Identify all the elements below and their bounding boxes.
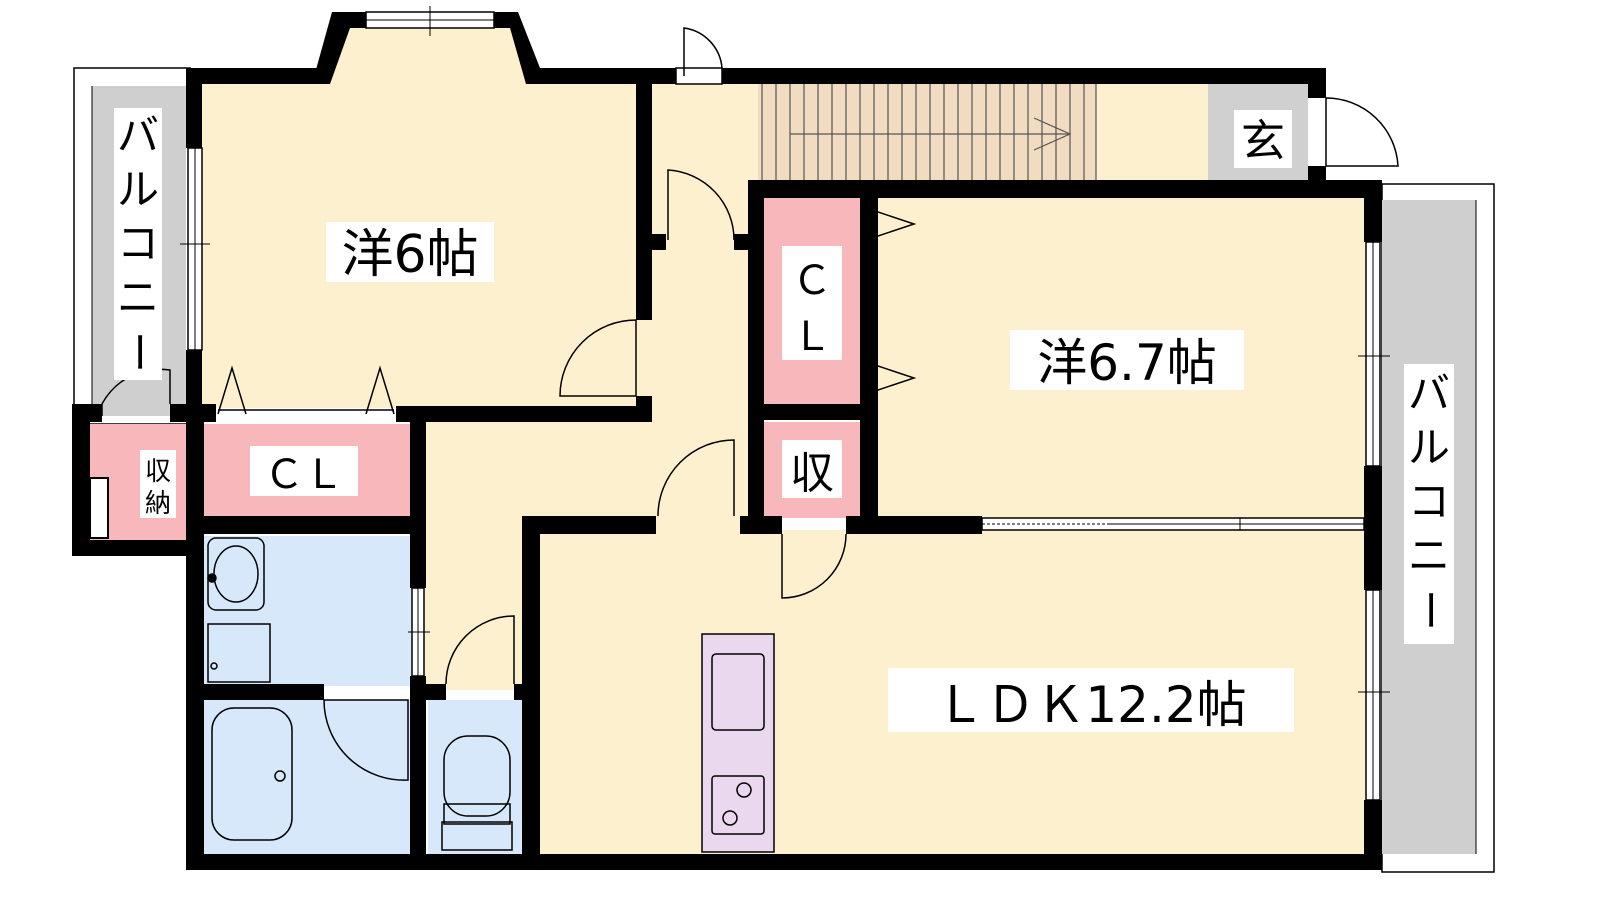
label-storage-left-2: 納 — [145, 489, 171, 519]
label-balcony-right-char: ル — [1408, 423, 1450, 472]
label-balcony-right-char: バ — [1408, 369, 1450, 418]
stair-treads — [761, 84, 1097, 180]
bathtub — [211, 707, 293, 841]
label-ldk: ＬＤＫ12.2帖 — [935, 676, 1246, 734]
label-closet-right-l: Ｌ — [792, 314, 832, 360]
washbasin — [207, 537, 265, 611]
label-western-6-7: 洋6.7帖 — [1037, 334, 1217, 392]
label-balcony-right-char: ー — [1405, 589, 1454, 631]
label-closet-right-c: Ｃ — [792, 258, 832, 304]
sink — [711, 653, 765, 731]
label-closet-left: ＣＬ — [264, 452, 344, 498]
fixtures — [207, 537, 775, 853]
label-balcony-right-char: コ — [1408, 477, 1450, 526]
bathroom — [204, 700, 410, 854]
label-western-6: 洋6帖 — [341, 225, 478, 285]
washing-machine — [207, 623, 271, 683]
label-balcony-right-char: ニ — [1408, 531, 1450, 580]
label-balcony-left-char: バ — [117, 111, 159, 160]
label-storage-small: 収 — [790, 448, 834, 499]
kitchen-counter — [701, 633, 775, 853]
label-balcony-left: バ ル コ ニ ー — [114, 111, 163, 373]
label-balcony-left-char: コ — [117, 219, 159, 268]
stairs — [758, 84, 1096, 180]
washroom — [204, 536, 412, 686]
label-entrance: 玄 — [1241, 116, 1285, 167]
label-balcony-left-char: ニ — [117, 273, 159, 322]
toilet-bowl — [443, 735, 511, 817]
label-storage-left-1: 収 — [145, 457, 171, 487]
label-balcony-right: バ ル コ ニ ー — [1405, 369, 1454, 631]
label-balcony-left-char: ル — [117, 165, 159, 214]
stove — [711, 775, 765, 835]
windows — [180, 6, 1390, 801]
walls — [72, 12, 1382, 870]
label-balcony-left-char: ー — [114, 331, 163, 373]
